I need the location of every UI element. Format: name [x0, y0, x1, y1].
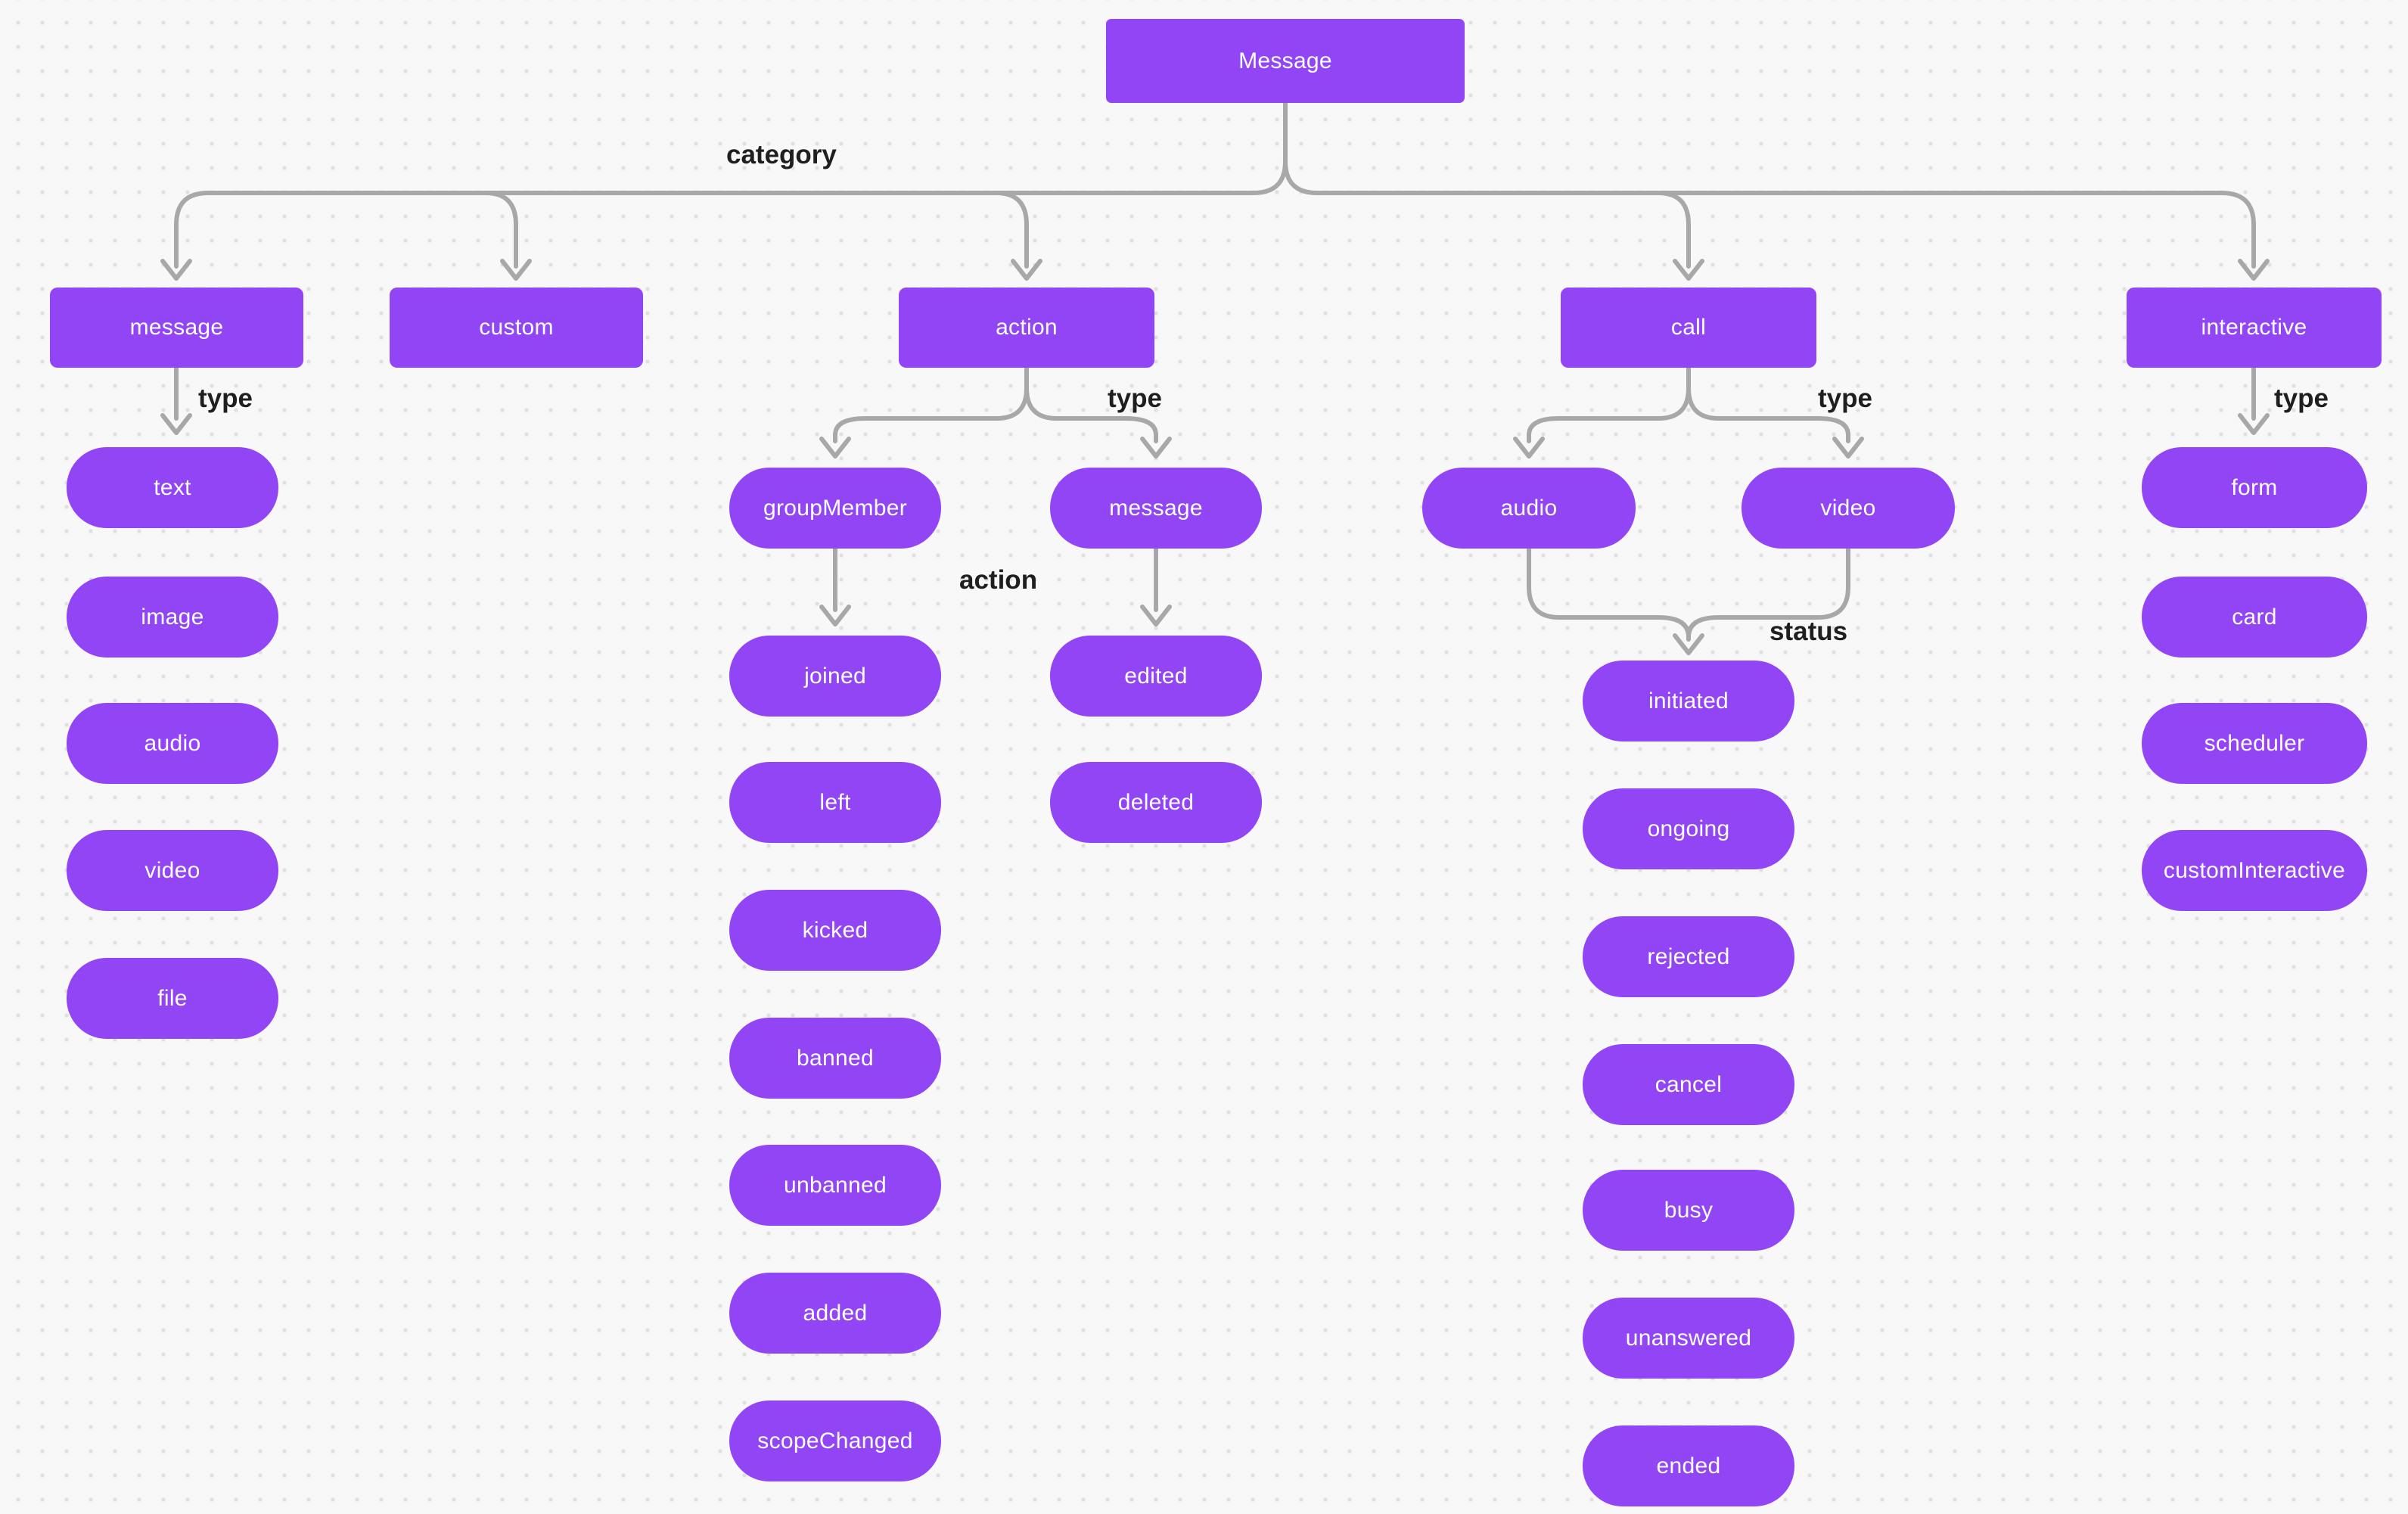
- edge-label-type-call: type: [1818, 384, 1872, 413]
- node-message-type-file[interactable]: file: [67, 958, 278, 1039]
- node-category-action[interactable]: action: [899, 288, 1154, 368]
- node-groupmember-action-banned[interactable]: banned: [729, 1018, 941, 1099]
- connector-trunk-to-action: [994, 191, 1029, 269]
- arrowhead-groupmember-action: [819, 605, 851, 626]
- node-call-status-ended[interactable]: ended: [1583, 1425, 1794, 1506]
- node-category-interactive[interactable]: interactive: [2127, 288, 2382, 368]
- arrowhead-callstatus: [1673, 633, 1704, 655]
- node-interactive-type-card[interactable]: card: [2142, 577, 2367, 658]
- node-call-type-video[interactable]: video: [1742, 468, 1955, 549]
- arrowhead-category-message: [160, 259, 192, 281]
- node-call-status-ongoing[interactable]: ongoing: [1583, 788, 1794, 869]
- connector-trunk-to-custom: [483, 191, 518, 269]
- node-groupmember-action-left[interactable]: left: [729, 762, 941, 843]
- connector-trunk-to-call: [1656, 191, 1691, 269]
- edge-label-type-message: type: [198, 384, 253, 413]
- connector-call-to-audio: [1527, 365, 1691, 443]
- node-interactive-type-custominteractive[interactable]: customInteractive: [2142, 830, 2367, 911]
- arrowhead-interactive-type: [2238, 413, 2270, 435]
- arrowhead-message-type: [160, 413, 192, 435]
- node-call-status-unanswered[interactable]: unanswered: [1583, 1298, 1794, 1379]
- node-call-type-audio[interactable]: audio: [1422, 468, 1636, 549]
- edge-label-action: action: [959, 565, 1038, 595]
- edge-label-type-interactive: type: [2274, 384, 2329, 413]
- arrowhead-category-action: [1011, 259, 1042, 281]
- node-call-status-rejected[interactable]: rejected: [1583, 916, 1794, 997]
- node-message-type-image[interactable]: image: [67, 577, 278, 658]
- node-groupmember-action-scopechanged[interactable]: scopeChanged: [729, 1401, 941, 1481]
- arrowhead-call-video: [1832, 437, 1864, 459]
- arrowhead-action-groupmember: [819, 437, 851, 459]
- connector-audio-to-status: [1527, 546, 1691, 642]
- arrowhead-category-custom: [500, 259, 532, 281]
- node-groupmember-action-unbanned[interactable]: unbanned: [729, 1145, 941, 1226]
- arrowhead-category-call: [1673, 259, 1704, 281]
- node-root-message[interactable]: Message: [1106, 19, 1465, 103]
- node-message-type-audio[interactable]: audio: [67, 703, 278, 784]
- node-message-type-video[interactable]: video: [67, 830, 278, 911]
- node-call-status-initiated[interactable]: initiated: [1583, 661, 1794, 741]
- node-category-custom[interactable]: custom: [390, 288, 643, 368]
- node-action-type-message[interactable]: message: [1050, 468, 1262, 549]
- node-message-type-text[interactable]: text: [67, 447, 278, 528]
- node-groupmember-action-kicked[interactable]: kicked: [729, 890, 941, 971]
- node-message-action-deleted[interactable]: deleted: [1050, 762, 1262, 843]
- edge-label-type-action: type: [1108, 384, 1162, 413]
- connector-action-to-groupmember: [833, 365, 1029, 443]
- node-interactive-type-scheduler[interactable]: scheduler: [2142, 703, 2367, 784]
- connector-root-to-interactive: [1283, 101, 2256, 269]
- node-groupmember-action-added[interactable]: added: [729, 1273, 941, 1354]
- edge-label-category: category: [726, 140, 837, 169]
- edge-label-status: status: [1769, 617, 1848, 646]
- node-call-status-cancel[interactable]: cancel: [1583, 1044, 1794, 1125]
- arrowhead-message-action: [1140, 605, 1172, 626]
- node-action-type-groupmember[interactable]: groupMember: [729, 468, 941, 549]
- node-category-message[interactable]: message: [50, 288, 303, 368]
- connector-root-to-message: [174, 101, 1288, 269]
- node-category-call[interactable]: call: [1561, 288, 1816, 368]
- node-groupmember-action-joined[interactable]: joined: [729, 636, 941, 717]
- arrowhead-category-interactive: [2238, 259, 2270, 281]
- arrowhead-call-audio: [1513, 437, 1545, 459]
- node-call-status-busy[interactable]: busy: [1583, 1170, 1794, 1251]
- arrowhead-action-message: [1140, 437, 1172, 459]
- node-interactive-type-form[interactable]: form: [2142, 447, 2367, 528]
- node-message-action-edited[interactable]: edited: [1050, 636, 1262, 717]
